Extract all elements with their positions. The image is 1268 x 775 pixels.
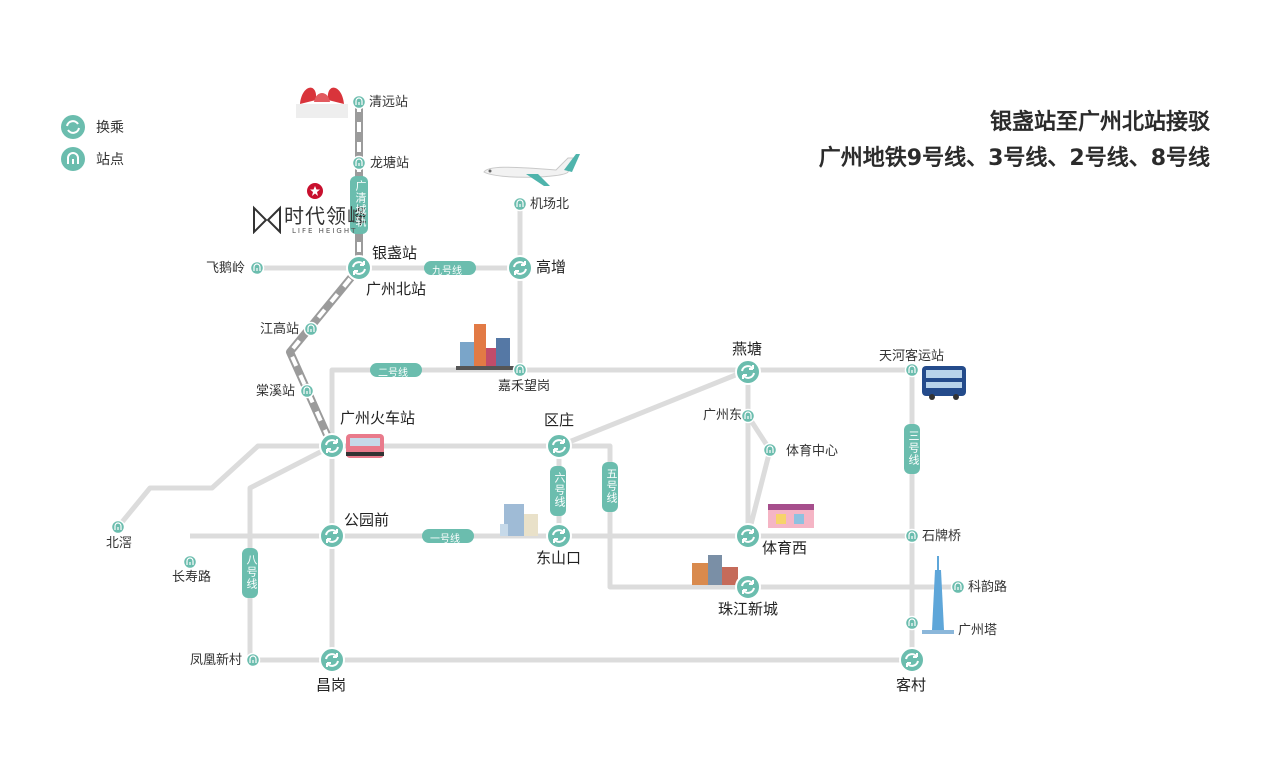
station-shipaiqiao: 石牌桥	[922, 529, 962, 544]
line2-3-loop-track	[329, 367, 915, 660]
transfer-icon	[61, 115, 85, 139]
station-guangzhoubei: 广州北站	[366, 280, 427, 298]
building-icon	[768, 504, 814, 528]
canton-tower-icon	[922, 556, 954, 634]
station-jichangbei: 机场北	[530, 197, 570, 212]
station-yantang: 燕塘	[732, 340, 763, 358]
line-label-5: 五号线	[605, 468, 618, 504]
station-fenghuangxincun: 凤凰新村	[190, 653, 243, 668]
brand-name: 时代领峰	[284, 204, 368, 228]
airplane-icon	[483, 154, 580, 186]
station-guangzhouta: 广州塔	[958, 623, 998, 638]
station-dongshankou: 东山口	[536, 549, 582, 567]
station-kecun: 客村	[896, 676, 927, 694]
station-changgang: 昌岗	[316, 676, 347, 694]
station-gongyuanqian: 公园前	[344, 511, 390, 529]
line-label-9: 九号线	[432, 266, 462, 277]
line5-track	[116, 443, 958, 590]
station-longtang: 龙塘站	[370, 156, 410, 171]
station-zhujiangxincheng: 珠江新城	[718, 600, 779, 618]
station-guangzhoudong: 广州东	[703, 408, 743, 423]
station-gaozeng: 高增	[536, 258, 567, 276]
line-label-guangqing: 广清城轨	[354, 180, 367, 228]
building-icon	[692, 555, 738, 585]
station-guangzhouhuoche: 广州火车站	[340, 409, 416, 427]
station-tiyuzhongxin: 体育中心	[786, 444, 839, 459]
line-label-1: 一号线	[430, 534, 460, 545]
station-jianggao: 江高站	[260, 322, 300, 337]
station-feieling: 飞鹅岭	[206, 261, 246, 276]
line8-track	[247, 443, 335, 663]
station-keyunlu: 科韵路	[968, 580, 1008, 595]
line-label-3: 三号线	[907, 430, 920, 466]
map-subtitle: 广州地铁9号线、3号线、2号线、8号线	[818, 146, 1210, 171]
legend-station: 站点	[60, 146, 124, 172]
train-icon	[346, 434, 384, 458]
line-label-pills	[242, 176, 920, 598]
station-qingyuan: 清远站	[369, 95, 409, 110]
line-label-2: 二号线	[378, 368, 408, 379]
building-icon	[456, 324, 516, 370]
station-quzhuang: 区庄	[544, 411, 575, 429]
station-icon	[61, 147, 85, 171]
transfer-stations	[319, 255, 925, 673]
brand-logo-icon	[253, 205, 281, 234]
legend-transfer: 换乘	[60, 114, 124, 140]
brand-subtitle: LIFE HEIGHT	[292, 227, 358, 235]
line3-track	[558, 367, 773, 537]
legend-station-label: 站点	[96, 152, 124, 168]
station-yinzhan: 银盏站	[372, 244, 418, 262]
station-jiahewanggang: 嘉禾望岗	[498, 379, 551, 394]
line-label-6: 六号线	[553, 472, 566, 508]
station-tiyuxi: 体育西	[762, 539, 808, 557]
star-icon	[307, 183, 323, 199]
station-changshoulu: 长寿路	[172, 570, 212, 585]
building-icon	[500, 504, 538, 536]
map-title: 银盏站至广州北站接驳	[989, 110, 1210, 135]
line-label-8: 八号线	[245, 554, 258, 590]
station-tianhekeyun: 天河客运站	[879, 349, 945, 364]
gate-logo-icon	[296, 87, 348, 118]
station-beijiao: 北滘	[106, 536, 133, 551]
legend-transfer-label: 换乘	[96, 120, 124, 136]
bus-icon	[922, 366, 966, 400]
station-tangxi: 棠溪站	[256, 384, 296, 399]
